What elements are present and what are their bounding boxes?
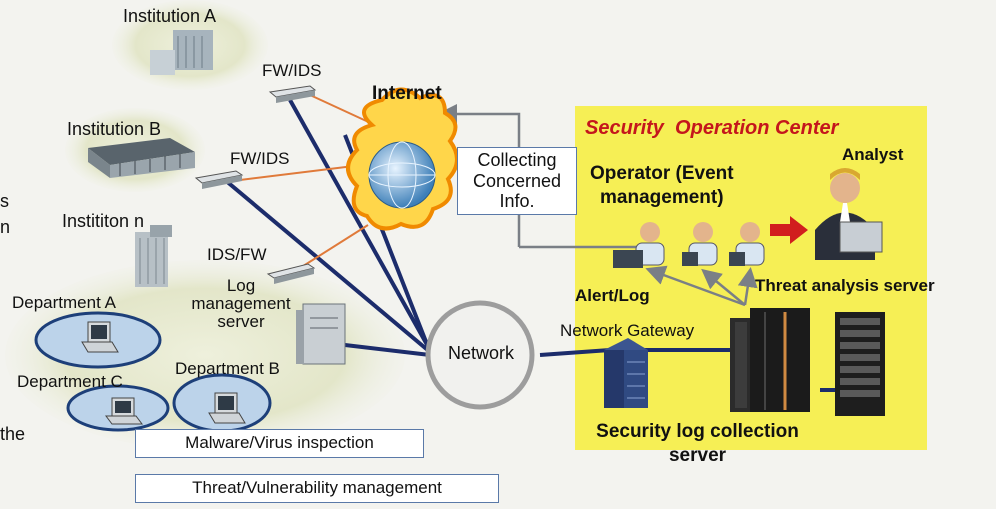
globe-grid — [368, 141, 436, 209]
department-c-label: Department C — [17, 372, 123, 391]
log-server-icon — [296, 303, 346, 365]
log-server-label-line-3: server — [217, 311, 265, 331]
operator-label-line-2: management) — [600, 186, 724, 208]
red-arrow-icon — [770, 216, 808, 244]
network-gateway-icon — [604, 338, 648, 408]
collecting-line-3: Info. — [499, 191, 535, 212]
institution-b-label: Institution B — [67, 119, 162, 139]
security-log-line-2: server — [668, 444, 727, 466]
network-ellipse — [425, 300, 535, 410]
department-a-label: Department A — [12, 293, 116, 312]
institution-a-label: Institution A — [123, 6, 217, 26]
log-server-label-line-2: management — [191, 293, 291, 313]
fw-ids-label-1: FW/IDS — [262, 61, 322, 80]
cut-text-1: s — [0, 191, 9, 211]
analyst-person-icon — [815, 168, 883, 260]
threat-server-icon — [835, 312, 885, 416]
department-b-label: Department B — [175, 359, 280, 378]
building-a-icon — [150, 30, 213, 75]
operator-person-1-icon — [613, 222, 665, 268]
fw-ids-label-2: FW/IDS — [230, 149, 290, 168]
institution-n-label: Instititon n — [62, 211, 145, 231]
cut-text-3: the — [0, 424, 26, 444]
security-log-label: Security log collection server — [565, 420, 830, 468]
orange-links — [239, 94, 376, 269]
building-b-icon — [88, 138, 195, 178]
operator-person-3-icon — [729, 222, 765, 266]
ids-fw-label: IDS/FW — [207, 245, 267, 264]
security-log-server-icon — [730, 308, 810, 412]
network-label: Network — [448, 343, 515, 363]
collecting-info-box: Collecting Concerned Info. — [457, 147, 577, 216]
operator-person-2-icon — [682, 222, 718, 266]
internet-label: Internet — [372, 83, 442, 104]
security-log-line-1: Security log collection — [596, 421, 799, 442]
log-server-label: Log management server — [186, 277, 296, 331]
ids-fw-device — [266, 263, 316, 284]
soc-title: Security Operation Center — [585, 117, 839, 139]
threat-management-box: Threat/Vulnerability management — [135, 474, 499, 503]
laptop-c-icon — [105, 397, 143, 425]
network-gateway-label: Network Gateway — [560, 321, 695, 340]
laptop-b-icon — [208, 392, 246, 424]
collecting-line-1: Collecting — [477, 150, 557, 170]
analyst-label: Analyst — [842, 145, 904, 164]
malware-inspection-box: Malware/Virus inspection — [135, 429, 424, 458]
threat-analysis-server-label: Threat analysis server — [755, 276, 935, 295]
collecting-line-2: Concerned — [472, 170, 562, 191]
fw-ids-device-1 — [268, 85, 317, 103]
log-server-label-line-1: Log — [226, 276, 256, 295]
operator-label: Operator (Event management) — [590, 162, 734, 210]
operator-label-line-1: Operator (Event — [590, 163, 734, 184]
laptop-a-icon — [81, 321, 119, 353]
cut-text-2: n — [0, 217, 11, 237]
alert-log-label: Alert/Log — [575, 286, 650, 305]
fw-ids-device-2 — [194, 170, 244, 189]
building-n-icon — [135, 225, 172, 287]
